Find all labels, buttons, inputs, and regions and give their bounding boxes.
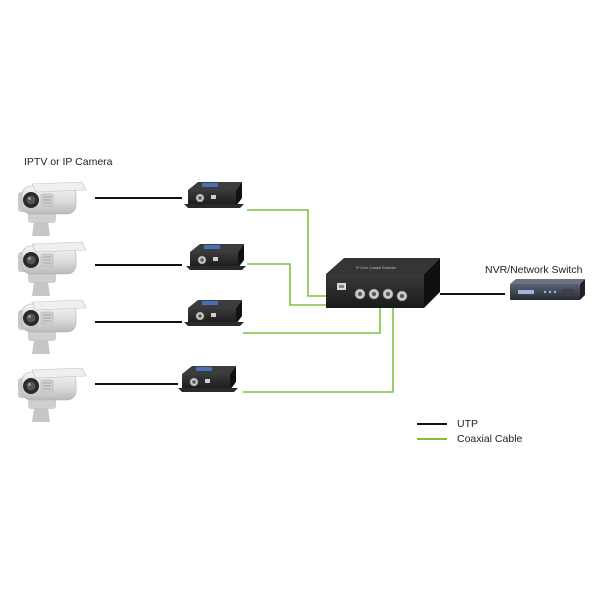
ip-coax-converter-icon — [183, 299, 245, 327]
ip-coax-converter-icon — [177, 365, 239, 393]
nvr-label: NVR/Network Switch — [485, 264, 583, 276]
camera-icon — [17, 367, 87, 423]
coax-extender-hub-icon: IP Over Coaxial Extender — [326, 258, 440, 308]
camera-icon — [17, 241, 87, 297]
coaxial-cable — [243, 306, 394, 393]
legend-utp-label: UTP — [457, 418, 478, 430]
coaxial-cable — [243, 300, 381, 334]
hub-caption: IP Over Coaxial Extender — [356, 266, 397, 270]
ip-coax-converter-icon — [183, 181, 245, 209]
legend — [417, 423, 447, 440]
legend-coax-label: Coaxial Cable — [457, 433, 523, 445]
cameras-label: IPTV or IP Camera — [24, 156, 113, 168]
camera-icon — [17, 299, 87, 355]
ip-coax-converter-icon — [185, 243, 247, 271]
utp-cable-group — [95, 197, 505, 385]
nvr-switch-icon — [510, 279, 585, 300]
camera-icon — [17, 181, 87, 237]
